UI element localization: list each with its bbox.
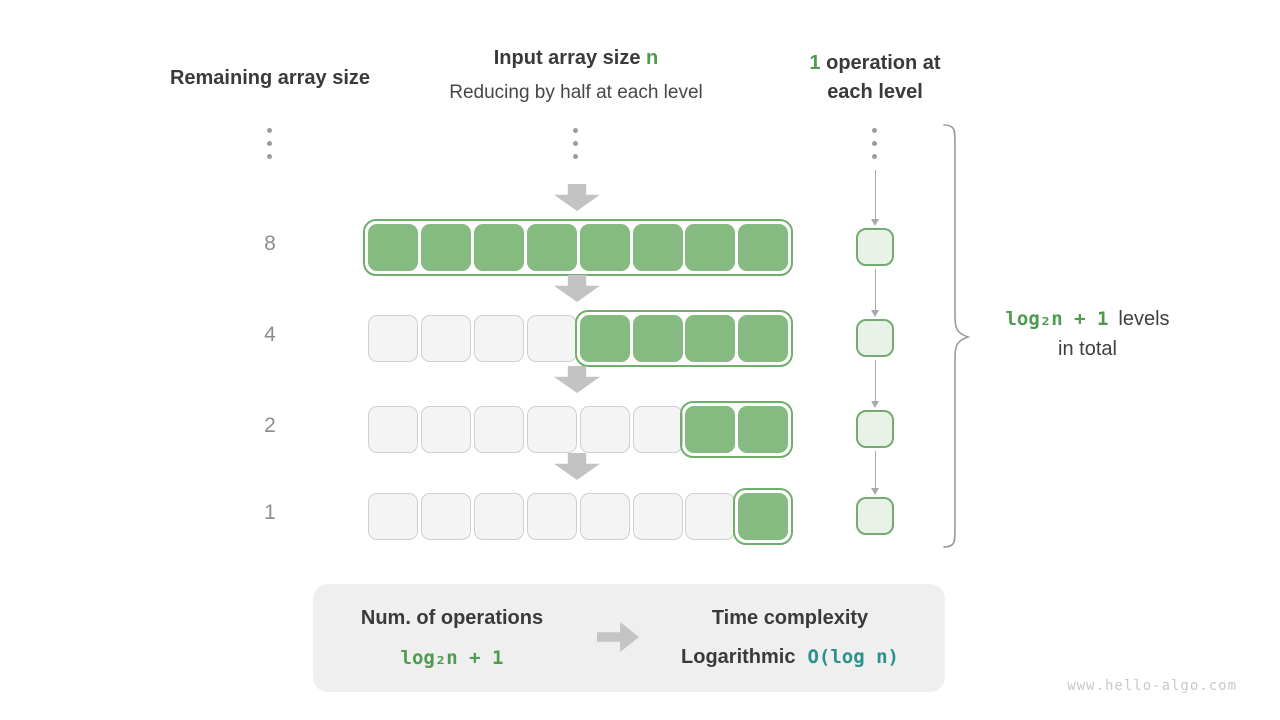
array-cell-discarded (685, 493, 736, 540)
array-cell-active (420, 224, 471, 271)
array-cell-discarded (473, 493, 524, 540)
array-cell-discarded (368, 406, 418, 453)
header-one-operation-line2: each level (827, 81, 923, 103)
array-cell-discarded (420, 406, 471, 453)
arrow-down-icon (554, 366, 600, 393)
arrow-down-connector (874, 170, 876, 220)
time-complexity-value: Logarithmic O(log n) (640, 646, 940, 669)
header-one-operation: 1 operation at each level (775, 49, 975, 107)
time-complexity-title: Time complexity (711, 607, 869, 629)
operation-square (856, 319, 894, 357)
arrow-down-connector (874, 451, 876, 489)
array-cell-discarded (526, 406, 577, 453)
array-cell-discarded (368, 493, 418, 540)
arrow-down-connector (874, 269, 876, 311)
arrow-down-connector-head (871, 219, 879, 226)
arrow-down-connector-head (871, 488, 879, 495)
remaining-size-label: 1 (264, 501, 276, 524)
header-reducing-subtitle: Reducing by half at each level (449, 82, 703, 103)
operation-square (856, 497, 894, 535)
vertical-ellipsis-icon (573, 128, 578, 159)
array-cell-discarded (368, 315, 418, 362)
big-o-log-n: O(log n) (807, 646, 899, 668)
num-operations-formula: log₂n + 1 (400, 647, 504, 669)
levels-word: levels (1118, 308, 1170, 330)
header-one-operation-line1: 1 operation at (775, 49, 975, 78)
levels-total-line1: log₂n + 1 levels (985, 304, 1190, 334)
levels-total-label: log₂n + 1 levels in total (985, 304, 1190, 364)
active-subarray-outline (680, 401, 794, 458)
array-cell-discarded (579, 406, 630, 453)
header-n-highlight: n (646, 47, 659, 69)
array-cell-active (738, 493, 789, 540)
array-cell-active (738, 406, 789, 453)
arrow-down-connector-head (871, 310, 879, 317)
array-cell-active (685, 315, 736, 362)
array-cell-discarded (632, 406, 683, 453)
num-operations-title: Num. of operations (360, 607, 544, 629)
array-cell-discarded (632, 493, 683, 540)
array-cell-active (473, 224, 524, 271)
array-cell-active (526, 224, 577, 271)
array-cell-discarded (473, 406, 524, 453)
array-cell-active (738, 224, 789, 271)
logarithmic-word: Logarithmic (681, 646, 796, 668)
operation-square (856, 228, 894, 266)
arrow-down-icon (554, 453, 600, 480)
array-cell-active (579, 224, 630, 271)
vertical-ellipsis-icon (872, 128, 877, 159)
array-cell-discarded (526, 493, 577, 540)
curly-brace (943, 124, 971, 548)
array-cell-discarded (526, 315, 577, 362)
header-input-array-size-text: Input array size (493, 47, 647, 69)
arrow-down-connector (874, 360, 876, 402)
array-cell-active (685, 406, 736, 453)
array-cell-active (368, 224, 418, 271)
header-input-array-size: Input array size n (406, 44, 746, 73)
header-remaining-array-size: Remaining array size (169, 67, 371, 89)
active-subarray-outline (363, 219, 794, 276)
array-cell-discarded (420, 493, 471, 540)
active-subarray-outline (733, 488, 794, 545)
remaining-size-label: 8 (264, 232, 276, 255)
log2n-plus-1-formula: log₂n + 1 (1005, 308, 1109, 330)
array-cell-active (579, 315, 630, 362)
operation-square (856, 410, 894, 448)
array-cell-active (632, 224, 683, 271)
arrow-down-icon (554, 275, 600, 302)
array-cell-active (632, 315, 683, 362)
array-cell-discarded (420, 315, 471, 362)
arrow-down-icon (554, 184, 600, 211)
active-subarray-outline (574, 310, 794, 367)
watermark: www.hello-algo.com (1067, 678, 1237, 694)
array-cell-discarded (579, 493, 630, 540)
remaining-size-label: 2 (264, 414, 276, 437)
array-cell-active (738, 315, 789, 362)
header-one-operation-rest: operation at (820, 52, 941, 74)
levels-total-line2: in total (1058, 338, 1117, 360)
array-cell-discarded (473, 315, 524, 362)
remaining-size-label: 4 (264, 323, 276, 346)
header-one-highlight: 1 (809, 52, 821, 74)
arrow-down-connector-head (871, 401, 879, 408)
vertical-ellipsis-icon (267, 128, 272, 159)
array-cell-active (685, 224, 736, 271)
